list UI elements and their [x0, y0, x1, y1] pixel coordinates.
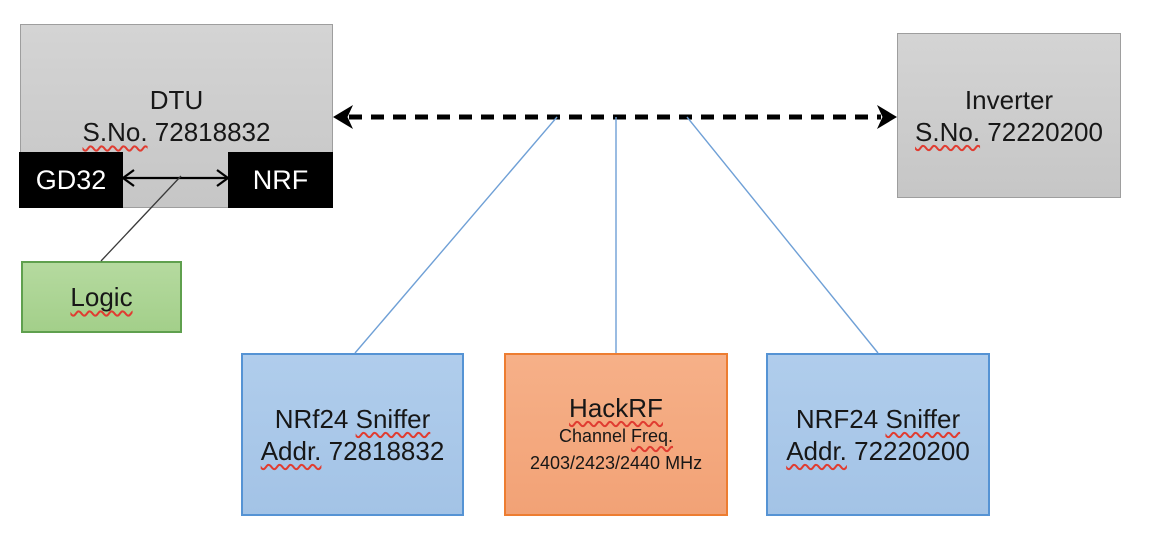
sniffer-left-box: NRf24 Sniffer Addr. 72818832 [241, 353, 464, 516]
logic-box: Logic [21, 261, 182, 333]
hackrf-box: HackRF Channel Freq. 2403/2423/2440 MHz [504, 353, 728, 516]
sniffer-right-box: NRF24 Sniffer Addr. 72220200 [766, 353, 990, 516]
sniffer-right-name: NRF24 [795, 403, 886, 434]
dashed-arrow-left-head [333, 105, 353, 129]
gd32-label: GD32 [35, 164, 107, 195]
sniffer-right-title: NRF24 Sniffer [796, 403, 960, 435]
logic-label: Logic [70, 282, 133, 312]
hackrf-subtitle: Channel Freq. [559, 423, 673, 450]
inverter-serial-line: S.No. 72220200 [915, 116, 1103, 148]
dtu-title: DTU [149, 85, 204, 115]
sniffer-right-addr-label: Addr. [786, 435, 847, 466]
sniffer-left-addr: 72818832 [321, 435, 445, 466]
sniffer-left-name: NRf24 [274, 403, 356, 434]
dtu-serial-line: S.No. 72818832 [83, 116, 271, 148]
sniffer-left-addr-label: Addr. [260, 435, 322, 466]
sniffer-left-addr-line: Addr. 72818832 [261, 435, 445, 467]
sniffer-left-title: NRf24 Sniffer [275, 403, 431, 435]
sniffer-right-connector [686, 116, 879, 354]
dtu-serial-number: 72818832 [147, 117, 271, 147]
inverter-title: Inverter [964, 84, 1054, 115]
hackrf-frequencies: 2403/2423/2440 MHz [529, 452, 703, 473]
gd32-chip: GD32 [19, 152, 123, 208]
nrf-chip: NRF [228, 152, 333, 208]
inverter-serial-label: S.No. [915, 116, 981, 147]
sniffer-right-addr: 72220200 [846, 435, 970, 466]
sniffer-left-connector [354, 116, 558, 354]
hackrf-subtitle-marked: Freq. [631, 425, 674, 446]
nrf-label: NRF [252, 164, 309, 195]
sniffer-right-addr-line: Addr. 72220200 [786, 435, 970, 467]
hackrf-subtitle-plain: Channel [558, 425, 632, 446]
dtu-serial-label: S.No. [82, 117, 148, 147]
hackrf-title: HackRF [569, 392, 663, 423]
sniffer-right-type: Sniffer [885, 403, 961, 434]
inverter-box: Inverter S.No. 72220200 [897, 33, 1121, 198]
sniffer-left-type: Sniffer [355, 403, 431, 434]
dashed-arrow-right-head [877, 105, 897, 129]
inverter-serial-number: 72220200 [980, 116, 1103, 147]
